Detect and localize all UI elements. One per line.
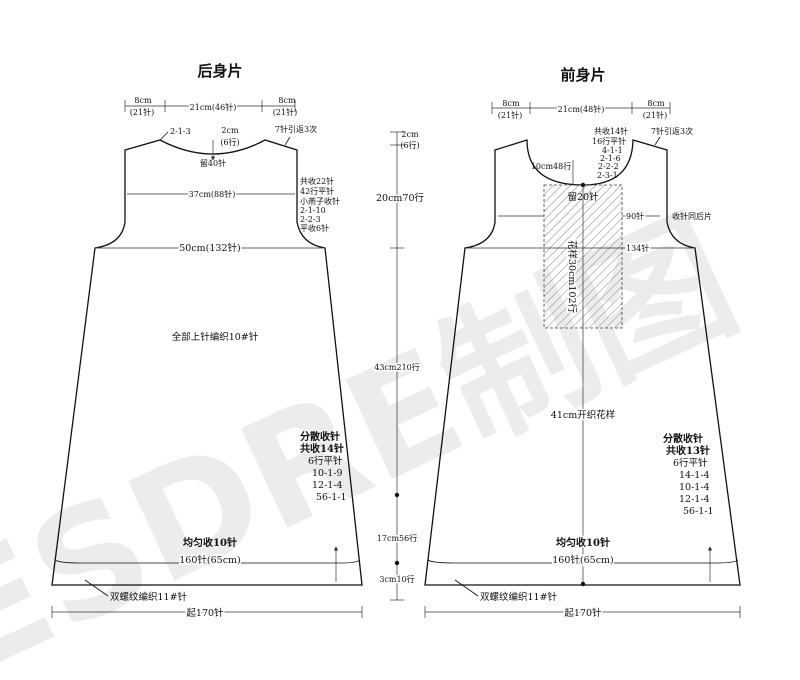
- front-outline: [424, 139, 741, 586]
- back-rib-count: 160针(65cm): [179, 554, 240, 566]
- front-shoulder-left-cm: 8cm: [502, 99, 520, 108]
- front-shoulder-right-sts: (21针): [643, 110, 667, 120]
- back-side-line: 共收14针: [300, 442, 344, 455]
- front-side-line: 分散收针: [663, 432, 703, 445]
- back-armhole-line: 小燕子收针: [300, 196, 340, 206]
- back-shoulder-left-sts: (21针): [130, 107, 154, 117]
- front-shoulder-left-sts: (21针): [498, 110, 522, 120]
- back-rib-line: [54, 559, 361, 564]
- length-rib: 3cm10行: [379, 574, 414, 584]
- back-cast-on: 起170针: [186, 607, 224, 619]
- front-right-note: 收针同后片: [672, 211, 712, 221]
- front-side-line: 12-1-4: [679, 494, 710, 505]
- front-rib-label: 双螺纹编织11#针: [480, 591, 558, 603]
- back-side-line: 分散收针: [300, 430, 340, 443]
- back-piece: 后身片 8cm (21针) 21cm(46针) 8cm (21针) 2-1-3 …: [51, 62, 363, 621]
- length-top-rows: (6行): [400, 140, 419, 150]
- front-rib-line: [427, 559, 739, 564]
- back-armhole-line: 2-1-10: [300, 206, 326, 215]
- back-side-line: 12-1-4: [312, 480, 343, 491]
- watermark: ESDRE制图: [0, 190, 759, 680]
- front-neck-line: 2-1-6: [600, 154, 621, 163]
- front-neck-line: 16行平针: [592, 136, 626, 146]
- back-side-line: 56-1-1: [316, 492, 347, 503]
- front-piece: 前身片 8cm (21针) 21cm(48针) 8cm (21针) 共收14针 …: [424, 66, 741, 621]
- back-neck-decrease: 2-1-3: [170, 127, 191, 136]
- front-even-decrease: 均匀收10针: [556, 536, 610, 549]
- back-neck-depth-rows: (6行): [220, 137, 239, 147]
- back-shoulder-shaping: 7针引返3次: [275, 124, 317, 134]
- front-pattern-start: 41cm开织花样: [551, 409, 615, 421]
- back-shoulder-left-cm: 8cm: [134, 96, 152, 105]
- length-dimension-column: 2cm (6行) 20cm70行 43cm210行 17cm56行 3cm10行: [373, 130, 426, 601]
- front-neck-line: 2-3-1: [597, 171, 618, 180]
- back-side-notes: 分散收针 共收14针 6行平针 10-1-9 12-1-4 56-1-1: [300, 430, 347, 503]
- back-side-line: 10-1-9: [312, 468, 343, 479]
- front-rib-count: 160针(65cm): [552, 554, 613, 566]
- length-armhole: 20cm70行: [376, 192, 425, 204]
- front-neck-line: 2-2-2: [598, 162, 619, 171]
- back-needle-note: 全部上针编织10#针: [172, 331, 259, 343]
- back-title: 后身片: [197, 62, 242, 80]
- front-right-134: 134针: [626, 243, 649, 253]
- back-neck-bind-off: 留40针: [200, 158, 226, 168]
- back-shoulder-right-cm: 8cm: [278, 96, 296, 105]
- back-armhole-line: 42行平针: [300, 186, 334, 196]
- front-shoulder-right-cm: 8cm: [647, 99, 665, 108]
- front-neck-bind-off: 留20针: [567, 191, 599, 203]
- back-chest-width: 37cm(88针): [189, 189, 236, 199]
- front-neck-line: 4-1-1: [602, 146, 623, 155]
- back-side-line: 6行平针: [308, 455, 343, 467]
- length-body: 43cm210行: [374, 362, 420, 372]
- front-side-notes: 分散收针 共收13针 6行平针 14-1-4 10-1-4 12-1-4 56-…: [663, 432, 714, 517]
- front-cast-on: 起170针: [564, 607, 602, 619]
- front-side-line: 56-1-1: [683, 506, 714, 517]
- front-neck-depth: 10cm48行: [531, 161, 571, 171]
- front-neck-line: 共收14针: [594, 126, 628, 136]
- length-top-cm: 2cm: [401, 130, 419, 139]
- back-armhole-notes: 共收22针 42行平针 小燕子收针 2-1-10 2-2-3 平收6针: [300, 176, 340, 233]
- front-neck-notes: 共收14针 16行平针 4-1-1 2-1-6 2-2-2 2-3-1: [592, 126, 628, 180]
- back-outline: [51, 139, 363, 586]
- back-armhole-line: 2-2-3: [300, 215, 321, 224]
- back-neck-depth-cm: 2cm: [221, 126, 239, 135]
- back-even-decrease: 均匀收10针: [183, 536, 237, 549]
- back-armhole-line: 平收6针: [300, 223, 329, 233]
- back-rib-label: 双螺纹编织11#针: [110, 591, 188, 603]
- front-side-line: 14-1-4: [679, 470, 710, 481]
- back-armhole-line: 共收22针: [300, 176, 334, 186]
- front-title: 前身片: [560, 66, 605, 84]
- front-pattern-label: 花样30cm102行: [566, 240, 578, 314]
- front-neck-width: 21cm(48针): [558, 104, 605, 114]
- front-shoulder-shaping: 7针引返3次: [651, 126, 693, 136]
- front-right-90: 90针: [626, 211, 644, 221]
- back-neck-width: 21cm(46针): [190, 102, 237, 112]
- front-side-line: 6行平针: [673, 457, 708, 469]
- front-side-line: 共收13针: [666, 444, 710, 457]
- length-waist: 17cm56行: [377, 533, 417, 543]
- back-shoulder-right-sts: (21针): [273, 107, 297, 117]
- front-side-line: 10-1-4: [679, 482, 710, 493]
- back-hip-width: 50cm(132针): [179, 242, 240, 254]
